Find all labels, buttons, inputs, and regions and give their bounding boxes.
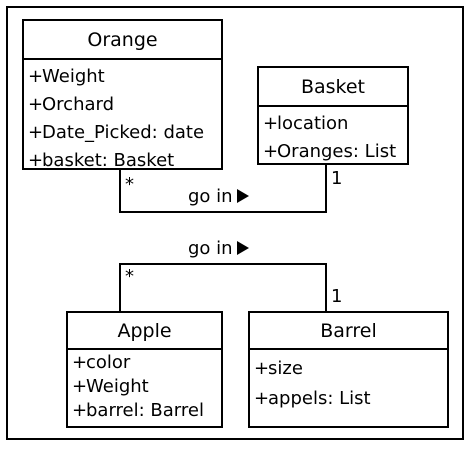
assoc-orange-basket-right-line [325,165,327,213]
assoc-apple-barrel-to-multiplicity: 1 [331,286,343,307]
class-barrel-name: Barrel [250,313,447,350]
assoc-apple-barrel-left-line [119,263,121,311]
assoc-apple-barrel-from-multiplicity: * [125,266,134,287]
class-basket: Basket +location +Oranges: List [257,66,409,165]
assoc-orange-basket-from-multiplicity: * [125,174,134,195]
class-basket-attributes: +location +Oranges: List [259,107,407,166]
class-basket-name: Basket [259,68,407,107]
class-apple-attr-barrel: +barrel: Barrel [72,400,204,421]
direction-arrow-icon [236,189,249,203]
assoc-orange-basket-left-line [119,170,121,213]
assoc-apple-barrel-right-line [325,263,327,311]
class-barrel-attributes: +size +appels: List [250,350,447,414]
class-orange-attr-basket: +basket: Basket [28,150,175,171]
class-apple-attr-weight: +Weight [72,376,149,397]
class-orange-attr-orchard: +Orchard [28,94,115,115]
assoc-apple-barrel-top-line [119,263,327,265]
class-orange-attr-date-picked: +Date_Picked: date [28,122,205,143]
class-apple: Apple +color +Weight +barrel: Barrel [66,311,223,428]
class-orange-attr-weight: +Weight [28,66,105,87]
assoc-orange-basket-label: go in [188,186,249,207]
class-barrel-attr-size: +size [254,358,303,379]
assoc-orange-basket-bottom-line [119,211,327,213]
class-basket-attr-location: +location [263,113,349,134]
class-orange-attributes: +Weight +Orchard +Date_Picked: date +bas… [24,60,221,175]
class-barrel: Barrel +size +appels: List [248,311,449,428]
class-basket-attr-oranges: +Oranges: List [263,141,397,162]
class-orange: Orange +Weight +Orchard +Date_Picked: da… [22,19,223,171]
assoc-orange-basket-to-multiplicity: 1 [331,168,343,189]
direction-arrow-icon [236,241,249,255]
diagram-frame [6,6,464,440]
class-barrel-attr-appels: +appels: List [254,388,371,409]
class-orange-name: Orange [24,21,221,60]
class-apple-attributes: +color +Weight +barrel: Barrel [68,350,221,423]
class-apple-name: Apple [68,313,221,350]
class-apple-attr-color: +color [72,352,131,373]
assoc-apple-barrel-label: go in [188,238,249,259]
